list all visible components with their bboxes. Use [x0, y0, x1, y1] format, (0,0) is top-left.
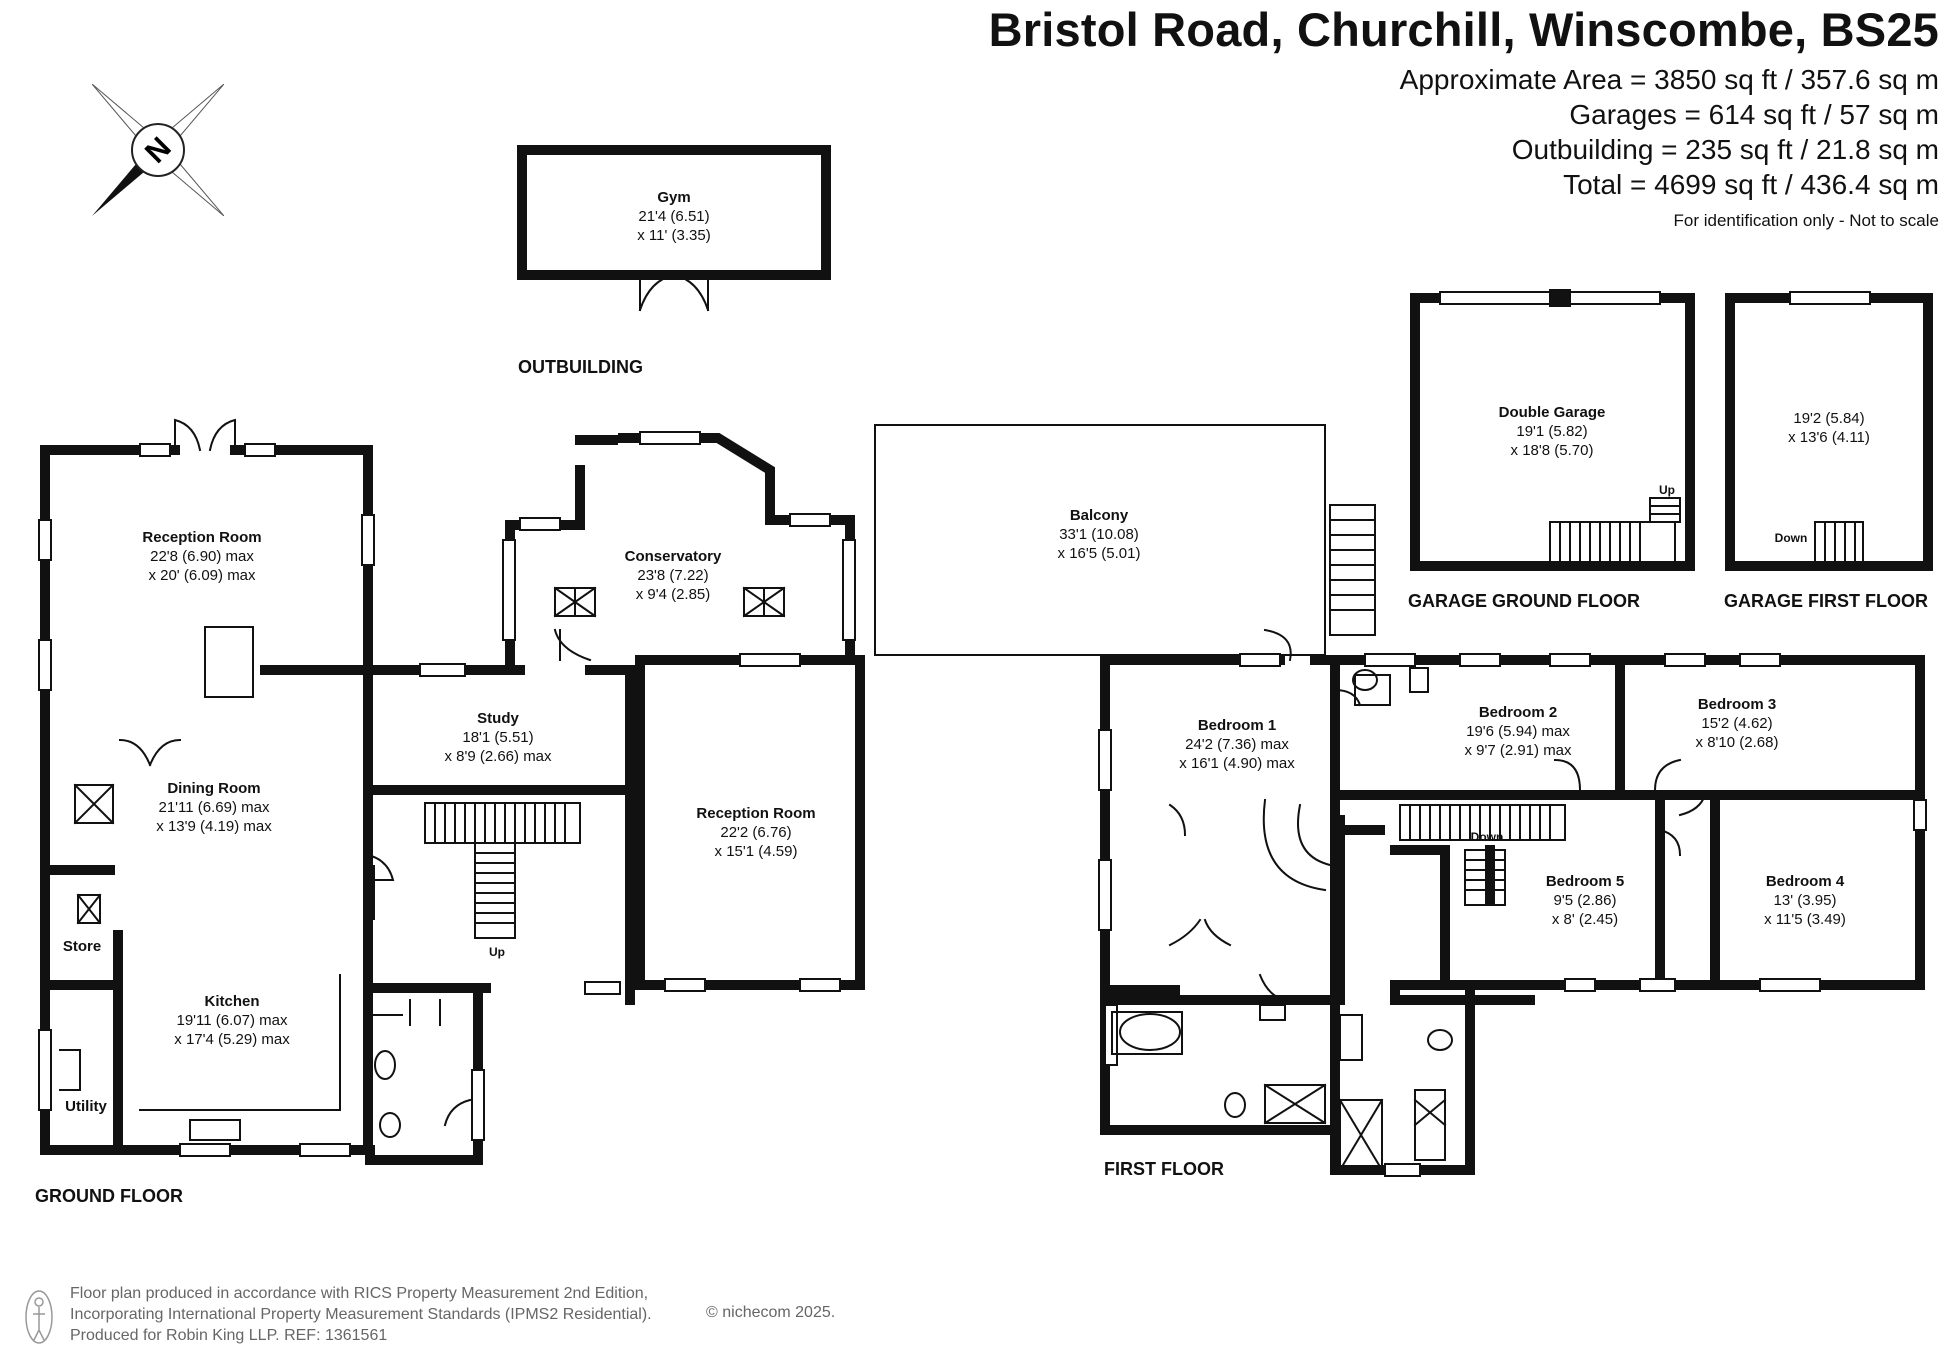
kitchen-dim1: 19'11 (6.07) max [177, 1012, 288, 1029]
bedroom1-dim2: x 16'1 (4.90) max [1179, 755, 1295, 772]
balcony-dim1: 33'1 (10.08) [1059, 526, 1139, 543]
footer-line-3: Produced for Robin King LLP. REF: 136156… [70, 1327, 388, 1344]
study-name: Study [477, 710, 519, 727]
balcony-dim2: x 16'5 (5.01) [1058, 545, 1141, 562]
study-dim1: 18'1 (5.51) [462, 729, 533, 746]
reception2-dim2: x 15'1 (4.59) [715, 843, 798, 860]
utility-name: Utility [65, 1098, 107, 1115]
garage-dim1: 19'1 (5.82) [1516, 423, 1587, 440]
approximate-area: Approximate Area = 3850 sq ft / 357.6 sq… [1399, 64, 1939, 95]
gym-dim1: 21'4 (6.51) [638, 208, 709, 225]
gym-dim2: x 11' (3.35) [637, 227, 710, 244]
bedroom3-name: Bedroom 3 [1698, 696, 1776, 713]
dining-dim2: x 13'9 (4.19) max [156, 818, 272, 835]
garage-first-dim2: x 13'6 (4.11) [1788, 429, 1870, 446]
copyright-text: © nichecom 2025. [706, 1304, 836, 1321]
bedroom3-dim1: 15'2 (4.62) [1701, 715, 1772, 732]
garage-first-dim1: 19'2 (5.84) [1793, 410, 1864, 427]
conservatory-dim2: x 9'4 (2.85) [636, 586, 711, 603]
bedroom5-dim1: 9'5 (2.86) [1554, 892, 1617, 909]
balcony-name: Balcony [1070, 507, 1129, 524]
footer-text: Floor plan produced in accordance with R… [70, 1283, 652, 1346]
bedroom3-dim2: x 8'10 (2.68) [1696, 734, 1779, 751]
ground-floor-fixtures [38, 418, 856, 1157]
bedroom2-dim1: 19'6 (5.94) max [1466, 723, 1570, 740]
reception1-dim1: 22'8 (6.90) max [150, 548, 254, 565]
bedroom5-dim2: x 8' (2.45) [1552, 911, 1618, 928]
reception1-dim2: x 20' (6.09) max [148, 567, 256, 584]
floor-label-garage-ground: GARAGE GROUND FLOOR [1408, 591, 1640, 611]
first-floor-fixtures [1098, 628, 1927, 1177]
stair-up-garage: Up [1659, 483, 1675, 497]
conservatory-name: Conservatory [625, 548, 722, 565]
dining-dim1: 21'11 (6.69) max [159, 799, 270, 816]
study-dim2: x 8'9 (2.66) max [444, 748, 552, 765]
person-scale-icon [25, 1290, 53, 1344]
store-name: Store [63, 938, 101, 955]
stair-down-garage: Down [1775, 531, 1808, 545]
disclaimer-note: For identification only - Not to scale [1673, 211, 1939, 230]
garage-ground-fixtures [1439, 289, 1681, 563]
bedroom1-name: Bedroom 1 [1198, 717, 1276, 734]
bedroom2-name: Bedroom 2 [1479, 704, 1557, 721]
reception2-name: Reception Room [696, 805, 815, 822]
stair-up-ground: Up [489, 945, 505, 959]
stair-down-first: Down [1471, 830, 1504, 844]
reception2-dim1: 22'2 (6.76) [720, 824, 791, 841]
compass-icon: N [92, 84, 224, 216]
floor-label-garage-first: GARAGE FIRST FLOOR [1724, 591, 1928, 611]
bedroom4-name: Bedroom 4 [1766, 873, 1845, 890]
reception1-name: Reception Room [142, 529, 261, 546]
total-area: Total = 4699 sq ft / 436.4 sq m [1563, 169, 1939, 200]
floor-label-ground: GROUND FLOOR [35, 1186, 183, 1206]
bedroom2-dim2: x 9'7 (2.91) max [1464, 742, 1572, 759]
bedroom1-dim1: 24'2 (7.36) max [1185, 736, 1289, 753]
bedroom4-dim2: x 11'5 (3.49) [1764, 911, 1846, 928]
dining-name: Dining Room [167, 780, 260, 797]
gym-name: Gym [657, 189, 690, 206]
garages-area: Garages = 614 sq ft / 57 sq m [1569, 99, 1939, 130]
bedroom4-dim1: 13' (3.95) [1774, 892, 1837, 909]
room-labels: Gym 21'4 (6.51) x 11' (3.35) Reception R… [63, 189, 1870, 1115]
property-address: Bristol Road, Churchill, Winscombe, BS25 [988, 3, 1939, 56]
kitchen-name: Kitchen [204, 993, 259, 1010]
floor-label-first: FIRST FLOOR [1104, 1159, 1224, 1179]
footer-line-2: Incorporating International Property Mea… [70, 1306, 652, 1323]
kitchen-dim2: x 17'4 (5.29) max [174, 1031, 290, 1048]
floor-label-outbuilding: OUTBUILDING [518, 357, 643, 377]
stair-labels: Up Down Up Down [489, 483, 1807, 959]
garage-name: Double Garage [1499, 404, 1606, 421]
gym-doors [638, 273, 710, 312]
outbuilding-area: Outbuilding = 235 sq ft / 21.8 sq m [1511, 134, 1939, 165]
garage-first-fixtures [1789, 291, 1871, 563]
bedroom5-name: Bedroom 5 [1546, 873, 1624, 890]
conservatory-dim1: 23'8 (7.22) [637, 567, 708, 584]
garage-dim2: x 18'8 (5.70) [1511, 442, 1594, 459]
footer-line-1: Floor plan produced in accordance with R… [70, 1285, 649, 1302]
